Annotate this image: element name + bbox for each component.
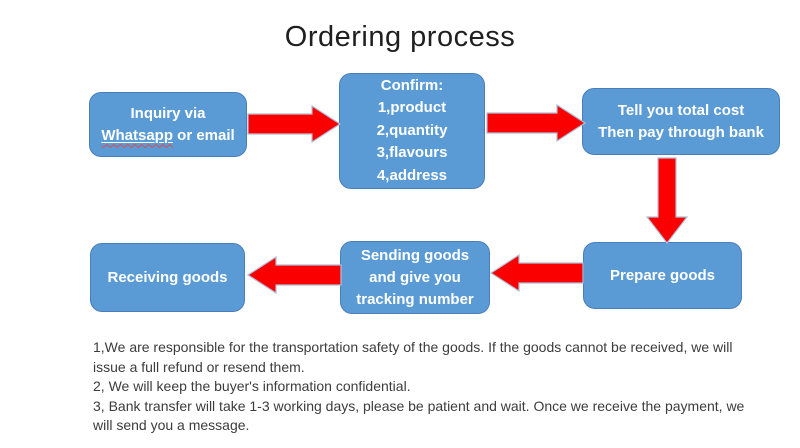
flow-node-inquiry: Inquiry via Whatsapp or email	[89, 92, 247, 157]
page-title: Ordering process	[284, 21, 516, 53]
flow-node-receiving-goods-line1: Receiving goods	[107, 268, 228, 286]
flow-node-confirm-line1: Confirm:	[380, 76, 444, 94]
note-line-3: 3, Bank transfer will take 1-3 working d…	[93, 397, 745, 434]
flow-node-inquiry-line1: Inquiry via	[130, 104, 206, 122]
flow-node-confirm-line3: 2,quantity	[376, 121, 448, 139]
arrow-right-icon	[247, 104, 342, 144]
arrow-right-icon	[486, 103, 587, 143]
misspelled-word: Whatsapp	[101, 126, 173, 144]
flow-node-confirm-line4: 3,flavours	[376, 144, 448, 162]
arrow-left-icon	[246, 255, 342, 295]
flow-node-total-cost-line2: Then pay through bank	[598, 123, 764, 141]
flow-node-sending-goods-line2: and give you	[369, 268, 461, 286]
flow-node-sending-goods-line1: Sending goods	[360, 246, 470, 264]
flow-node-confirm-line2: 1,product	[377, 99, 447, 117]
flow-node-prepare-goods: Prepare goods	[583, 242, 742, 309]
flow-node-confirm: Confirm: 1,product 2,quantity 3,flavours…	[339, 73, 485, 189]
flow-node-total-cost-line1: Tell you total cost	[617, 101, 745, 119]
flow-node-sending-goods-line3: tracking number	[356, 290, 474, 308]
arrow-down-icon	[645, 157, 689, 244]
arrow-left-icon	[489, 253, 584, 293]
flow-node-prepare-goods-line1: Prepare goods	[609, 266, 716, 284]
note-line-1: 1,We are responsible for the transportat…	[93, 339, 733, 375]
flow-node-confirm-line5: 4,address	[376, 166, 448, 184]
flow-node-sending-goods: Sending goods and give you tracking numb…	[340, 241, 490, 314]
note-line-2: 2, We will keep the buyer's information …	[93, 378, 411, 395]
flow-node-inquiry-line2-rest: or email	[172, 126, 235, 144]
flow-node-total-cost: Tell you total cost Then pay through ban…	[582, 88, 780, 155]
flow-node-receiving-goods: Receiving goods	[90, 243, 245, 312]
notes-block: 1,We are responsible for the transportat…	[93, 338, 755, 436]
flow-node-inquiry-line2: Whatsapp or email	[101, 125, 234, 147]
